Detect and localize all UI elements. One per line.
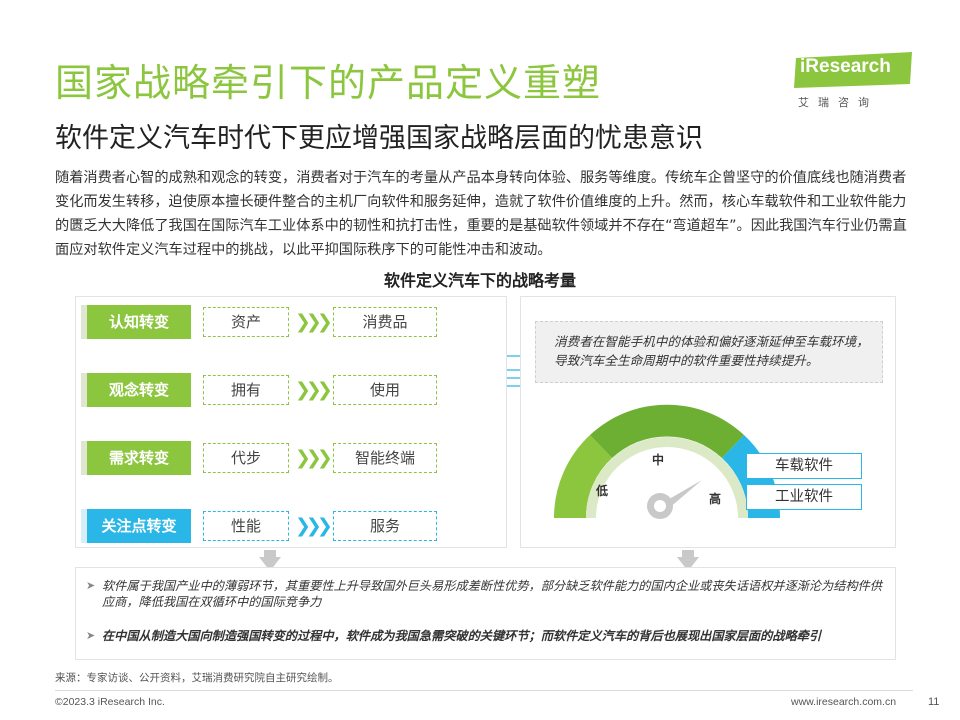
- gauge-needle: [664, 480, 702, 509]
- gauge-mid-label: 中: [652, 453, 665, 467]
- tag-industrial-software: 工业软件: [746, 484, 862, 510]
- iresearch-logo: iResearch 艾瑞咨询: [792, 50, 916, 110]
- logo-cn-text: 艾瑞咨询: [798, 96, 878, 109]
- row-label: 需求转变: [81, 441, 191, 475]
- logo-text: iResearch: [800, 56, 891, 77]
- intro-paragraph: 随着消费者心智的成熟和观念的转变，消费者对于汽车的考量从产品本身转向体验、服务等…: [55, 170, 907, 258]
- row-to-box: 使用: [333, 375, 437, 405]
- diagram-title: 软件定义汽车下的战略考量: [383, 271, 576, 290]
- gauge-high-label: 高: [709, 492, 722, 506]
- down-arrow-stem: [682, 550, 694, 558]
- row-focus: 关注点转变 性能 ❯❯❯ 服务: [81, 509, 501, 543]
- transformation-panel: 认知转变 资产 ❯❯❯ 消费品 观念转变 拥有 ❯❯❯ 使用 需求转变 代步 ❯…: [75, 296, 507, 548]
- row-from-box: 代步: [203, 443, 289, 473]
- bullet-arrow-icon: ➤: [86, 579, 96, 592]
- down-arrow-stem: [264, 550, 276, 558]
- triple-chevron-icon: ❯❯❯: [295, 379, 333, 401]
- gauge-inner-band: [586, 437, 748, 518]
- logo-background-icon: [794, 52, 912, 88]
- conclusion-text: 在中国从制造大国向制造强国转变的过程中，软件成为我国急需突破的关键环节；而软件定…: [102, 629, 822, 643]
- footer-divider: [55, 690, 913, 691]
- row-label: 关注点转变: [81, 509, 191, 543]
- gauge-mid-segment: [590, 404, 744, 458]
- row-to-box: 服务: [333, 511, 437, 541]
- row-to-box: 智能终端: [333, 443, 437, 473]
- tag-vehicle-software: 车载软件: [746, 453, 862, 479]
- row-label: 认知转变: [81, 305, 191, 339]
- gauge-low-label: 低: [596, 484, 609, 498]
- row-from-box: 资产: [203, 307, 289, 337]
- bullet-arrow-icon: ➤: [86, 629, 96, 642]
- row-concept: 观念转变 拥有 ❯❯❯ 使用: [81, 373, 501, 407]
- website-link[interactable]: www.iresearch.com.cn: [791, 696, 897, 708]
- triple-chevron-icon: ❯❯❯: [295, 515, 333, 537]
- row-cognition: 认知转变 资产 ❯❯❯ 消费品: [81, 305, 501, 339]
- row-to-box: 消费品: [333, 307, 437, 337]
- row-from-box: 性能: [203, 511, 289, 541]
- triple-chevron-icon: ❯❯❯: [295, 447, 333, 469]
- source-note: 来源：专家访谈、公开资料，艾瑞消费研究院自主研究绘制。: [55, 672, 339, 684]
- row-from-box: 拥有: [203, 375, 289, 405]
- page-number: 11: [928, 696, 940, 708]
- conclusion-text: 软件属于我国产业中的薄弱环节，其重要性上升导致国外巨头易形成差断性优势，部分缺乏…: [102, 579, 882, 609]
- conclusions-box: ➤ 软件属于我国产业中的薄弱环节，其重要性上升导致国外巨头易形成差断性优势，部分…: [75, 567, 896, 660]
- copyright: ©2023.3 iResearch Inc.: [55, 696, 165, 708]
- triple-chevron-icon: ❯❯❯: [295, 311, 333, 333]
- gauge-low-segment: [553, 435, 612, 518]
- consumer-note: 消费者在智能手机中的体验和偏好逐渐延伸至车载环境，导致汽车全生命周期中的软件重要…: [535, 321, 883, 383]
- row-label: 观念转变: [81, 373, 191, 407]
- row-demand: 需求转变 代步 ❯❯❯ 智能终端: [81, 441, 501, 475]
- page-subtitle: 软件定义汽车时代下更应增强国家战略层面的忧患意识: [55, 123, 703, 154]
- page-title: 国家战略牵引下的产品定义重塑: [55, 61, 602, 105]
